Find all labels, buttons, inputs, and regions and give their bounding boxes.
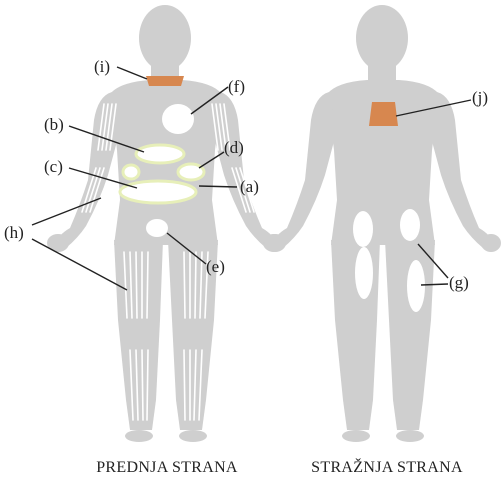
- region-j-upper-back-patch: [369, 102, 398, 126]
- caption-front: PREDNJA STRANA: [96, 459, 238, 476]
- region-b-upper-abdomen: [136, 145, 184, 163]
- region-g-left-calf: [355, 247, 373, 299]
- label-i: (i): [94, 57, 110, 76]
- region-a-belly: [120, 181, 196, 203]
- region-g-right-calf: [407, 260, 425, 312]
- region-i-neck-band: [146, 76, 184, 86]
- caption-back: STRAŽNJA STRANA: [311, 457, 463, 476]
- region-e-lower-abdomen: [146, 219, 168, 237]
- back-figure: [264, 5, 501, 442]
- front-figure: [47, 5, 285, 442]
- label-f: (f): [228, 77, 245, 96]
- label-e: (e): [206, 257, 225, 276]
- region-d-right-abdomen: [178, 164, 204, 180]
- region-g-left-thigh: [353, 211, 373, 247]
- label-b: (b): [44, 115, 64, 134]
- region-f-chest-spot: [162, 104, 194, 134]
- label-d: (d): [224, 138, 244, 157]
- label-g: (g): [449, 273, 469, 292]
- label-h: (h): [4, 223, 24, 242]
- region-c-left-small-spot: [123, 165, 139, 179]
- region-g-right-thigh: [400, 209, 420, 241]
- label-c: (c): [44, 157, 63, 176]
- label-j: (j): [472, 88, 488, 107]
- label-a: (a): [240, 177, 259, 196]
